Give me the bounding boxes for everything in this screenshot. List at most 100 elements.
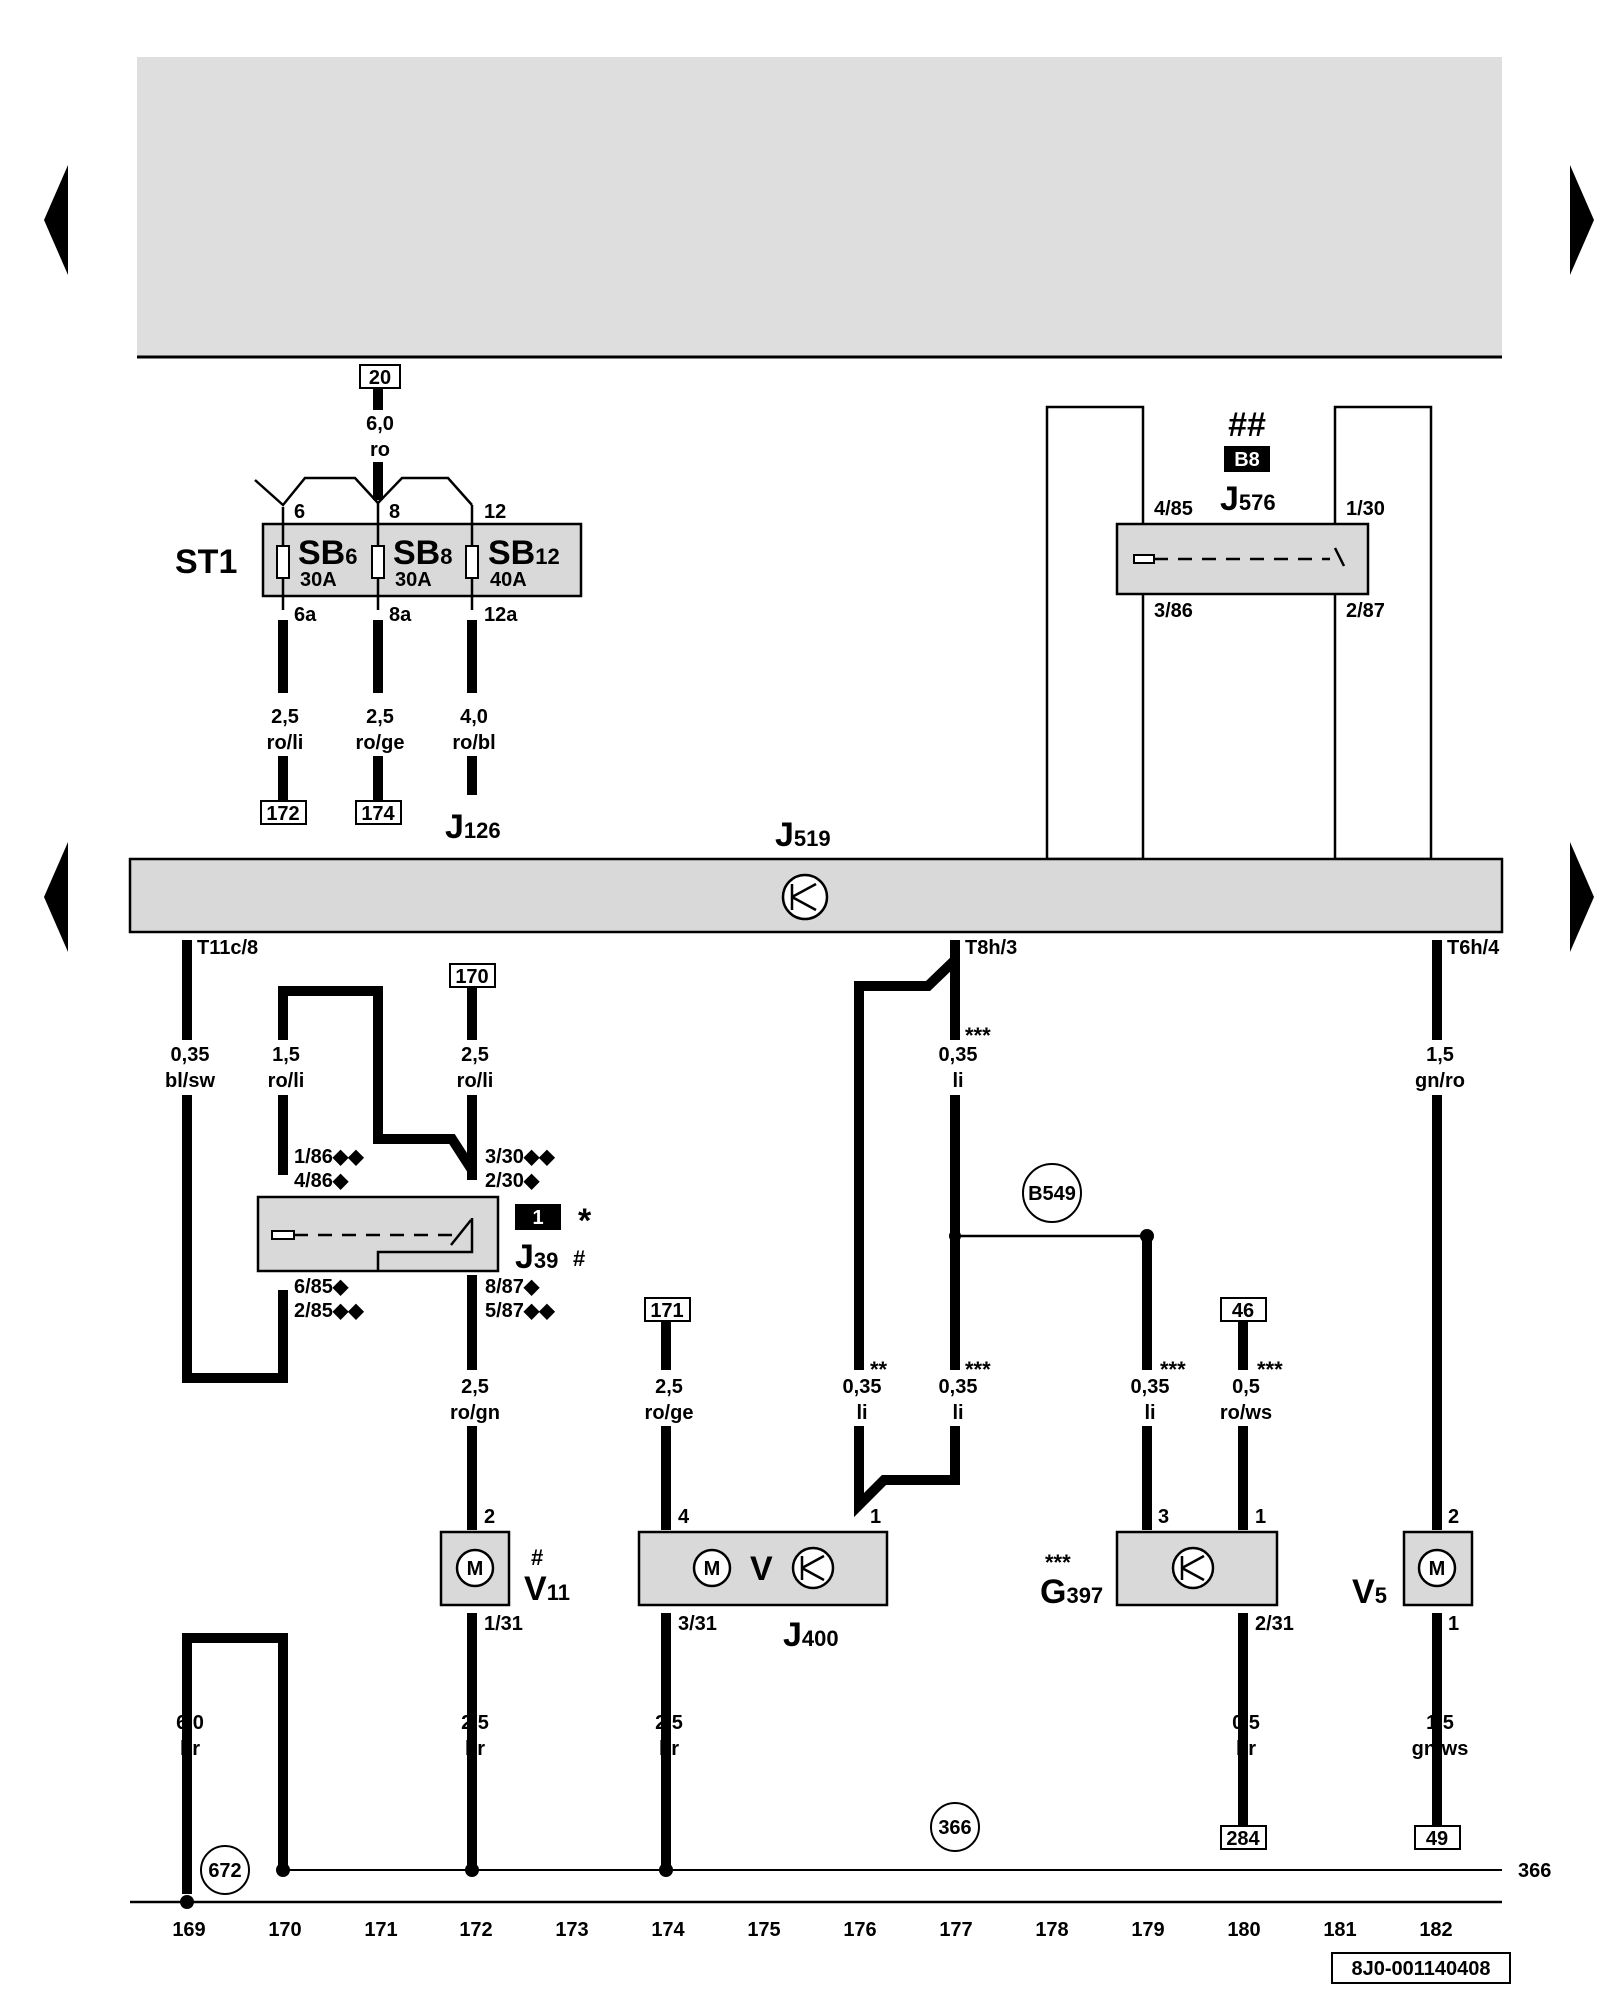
top-panel — [137, 57, 1502, 356]
fuse-sb6-wire-color: ro/li — [267, 732, 304, 754]
j576-pin-4-85: 4/85 — [1154, 498, 1193, 520]
w169g-color: br — [180, 1738, 200, 1760]
w182g-color: gn/ws — [1412, 1738, 1469, 1760]
control-unit-j400 — [637, 1530, 889, 1607]
w177b-mark: *** — [965, 1357, 991, 1382]
ruler-labels: 169 170 171 172 173 174 175 176 177 178 … — [172, 1919, 1452, 1941]
j400-pin-3-31: 3/31 — [678, 1613, 717, 1635]
w176-size: 0,35 — [843, 1376, 882, 1398]
fuse-block-label: ST1 — [175, 543, 237, 581]
j519-label: J519 — [775, 816, 831, 854]
fuse-block-st1 — [261, 522, 583, 598]
svg-text:M: M — [1429, 1558, 1446, 1580]
ruler-182: 182 — [1419, 1919, 1452, 1941]
doc-id: 8J0-001140408 — [1351, 1958, 1490, 1980]
fuse-sb12-out-pin: 12a — [484, 604, 518, 626]
ruler-172: 172 — [459, 1919, 492, 1941]
j39-pin-2-30: 2/30◆ — [485, 1170, 540, 1192]
ruler-170: 170 — [268, 1919, 301, 1941]
fuse-sb12-wire-size: 4,0 — [460, 706, 488, 728]
v5-label: V5 — [1352, 1573, 1387, 1611]
v11-mark: # — [531, 1545, 543, 1570]
w180g-size: 0,5 — [1232, 1712, 1260, 1734]
circle-366 — [930, 1802, 980, 1852]
ruler-176: 176 — [843, 1919, 876, 1941]
w177a-mark: *** — [965, 1023, 991, 1048]
w179-size: 0,35 — [1131, 1376, 1170, 1398]
fuse-sb8-in-pin: 8 — [389, 501, 400, 523]
circle-366-label: 366 — [938, 1817, 971, 1839]
fuse-sb6-name: SB6 — [298, 534, 357, 572]
w169-color: bl/sw — [165, 1070, 215, 1092]
ruler-179: 179 — [1131, 1919, 1164, 1941]
j39-pin-3-30: 3/30◆◆ — [485, 1146, 555, 1168]
terminal-170 — [449, 963, 496, 988]
j39-pin-2-85: 2/85◆◆ — [294, 1300, 364, 1322]
svg-text:M: M — [467, 1558, 484, 1580]
g397-mark: *** — [1045, 1550, 1071, 1575]
w172a-color: ro/li — [457, 1070, 494, 1092]
v11-pin-2: 2 — [484, 1506, 495, 1528]
terminal-174 — [355, 800, 402, 825]
w169g-size: 6,0 — [176, 1712, 204, 1734]
j126-label: J126 — [445, 808, 501, 846]
j519-electronics-icon — [781, 873, 829, 921]
terminal-174-label: 174 — [361, 803, 395, 825]
nav-left-mid-arrow-icon[interactable] — [44, 842, 68, 952]
fuse-sb8-name: SB8 — [393, 534, 452, 572]
w172b-color: ro/gn — [450, 1402, 500, 1424]
v11-pin-1-31: 1/31 — [484, 1613, 523, 1635]
w182g-size: 1,5 — [1426, 1712, 1454, 1734]
w172g-color: br — [465, 1738, 485, 1760]
ruler-171: 171 — [364, 1919, 397, 1941]
terminal-49 — [1414, 1825, 1461, 1850]
w180g-color: br — [1236, 1738, 1256, 1760]
j39-star: * — [578, 1202, 592, 1240]
circle-b549-label: B549 — [1028, 1183, 1076, 1205]
nav-right-top-arrow-icon[interactable] — [1570, 165, 1594, 275]
j39-pin-5-87: 5/87◆◆ — [485, 1300, 555, 1322]
v5-pin-2: 2 — [1448, 1506, 1459, 1528]
w180a-size: 0,5 — [1232, 1376, 1260, 1398]
ruler-180: 180 — [1227, 1919, 1260, 1941]
w170-color: ro/li — [268, 1070, 305, 1092]
feed-wire-size: 6,0 — [366, 413, 394, 435]
nav-right-mid-arrow-icon[interactable] — [1570, 842, 1594, 952]
w174g-color: br — [659, 1738, 679, 1760]
fuse-sb8-wire-color: ro/ge — [356, 732, 405, 754]
v11-motor-icon — [455, 1548, 495, 1588]
fuse-sb6-wire-size: 2,5 — [271, 706, 299, 728]
j576-frame-right — [1333, 405, 1433, 861]
terminal-170-label: 170 — [455, 966, 488, 988]
w179-mark: *** — [1160, 1357, 1186, 1382]
terminal-172-label: 172 — [266, 803, 299, 825]
terminal-46-label: 46 — [1232, 1300, 1254, 1322]
ruler-174: 174 — [651, 1919, 685, 1941]
fuse-sb8-out-pin: 8a — [389, 604, 412, 626]
ruler-181: 181 — [1323, 1919, 1356, 1941]
j576-pin-3-86: 3/86 — [1154, 600, 1193, 622]
j400-label: J400 — [783, 1616, 839, 1654]
g397-pin-2-31: 2/31 — [1255, 1613, 1294, 1635]
ground-ref-label: 366 — [1518, 1860, 1551, 1882]
circle-672 — [200, 1845, 250, 1895]
j400-motor-label: V — [750, 1550, 773, 1588]
nav-left-top-arrow-icon[interactable] — [44, 165, 68, 275]
j400-pin-1: 1 — [870, 1506, 881, 1528]
terminal-284-label: 284 — [1226, 1828, 1260, 1850]
w169-size: 0,35 — [171, 1044, 210, 1066]
circle-b549 — [1022, 1163, 1082, 1223]
j576-mark: ## — [1228, 406, 1266, 444]
j39-pin-4-86: 4/86◆ — [294, 1170, 349, 1192]
j400-motor-icon — [692, 1548, 732, 1588]
fuse-sb12-name: SB12 — [488, 534, 560, 572]
v5-motor-icon — [1417, 1548, 1457, 1588]
w174g-size: 2,5 — [655, 1712, 683, 1734]
ruler-177: 177 — [939, 1919, 972, 1941]
connector-t6h: T6h/4 — [1447, 937, 1500, 959]
terminal-171 — [644, 1297, 691, 1322]
g397-label: G397 — [1040, 1573, 1103, 1611]
fuse-sb12-rating: 40A — [490, 569, 527, 591]
fuse-sb8-symbol — [371, 545, 385, 579]
